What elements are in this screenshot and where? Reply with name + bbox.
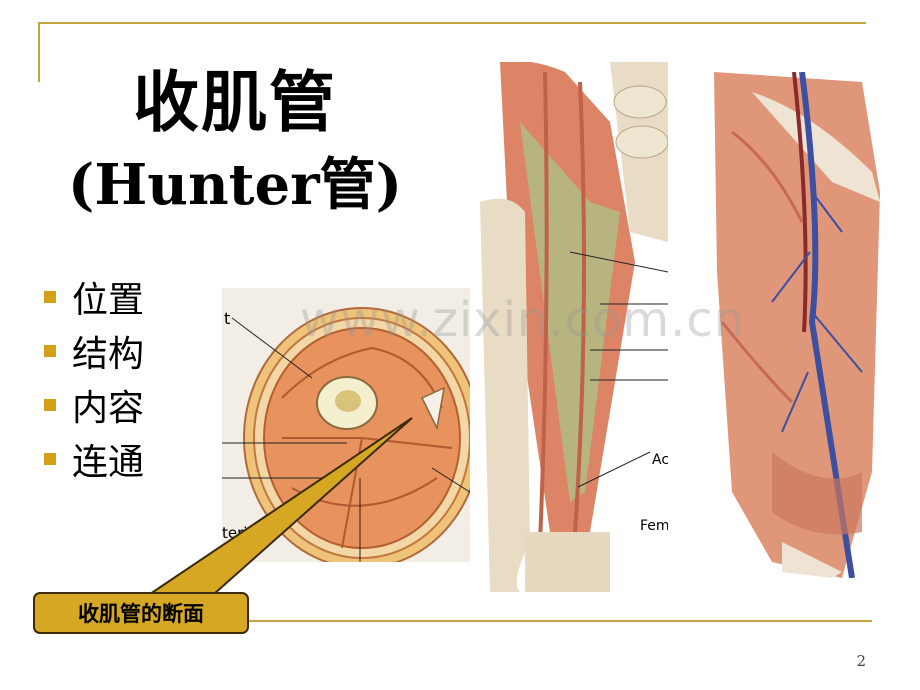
bottom-frame-line [248,620,872,622]
cross-section-label: t [224,309,230,328]
bullet-square-icon [44,453,56,465]
slide-subtitle: (Hunter管) [67,152,403,218]
top-frame-line [38,22,866,24]
page-number: 2 [856,652,866,670]
callout-label: 收肌管的断面 [33,592,249,634]
bullet-item: 结构 [44,324,144,378]
thigh-label: Fem [640,518,668,534]
thigh-anatomy-image: Ac Fem [470,62,668,592]
thigh-anatomy-drawing: Ac Fem [470,62,668,592]
bullet-item: 连通 [44,432,144,486]
bullet-item: 位置 [44,270,144,324]
vascular-dissection-drawing [712,72,882,578]
watermark: www.zixin.com.cn [300,292,746,348]
bullet-square-icon [44,399,56,411]
left-frame-line [38,22,40,82]
slide-title: 收肌管 [133,63,337,141]
bullet-square-icon [44,345,56,357]
vascular-dissection-image [712,72,882,578]
bullet-item: 内容 [44,378,144,432]
bullet-square-icon [44,291,56,303]
bullet-list: 位置 结构 内容 连通 [44,270,144,486]
thigh-label: Ac [652,452,668,468]
